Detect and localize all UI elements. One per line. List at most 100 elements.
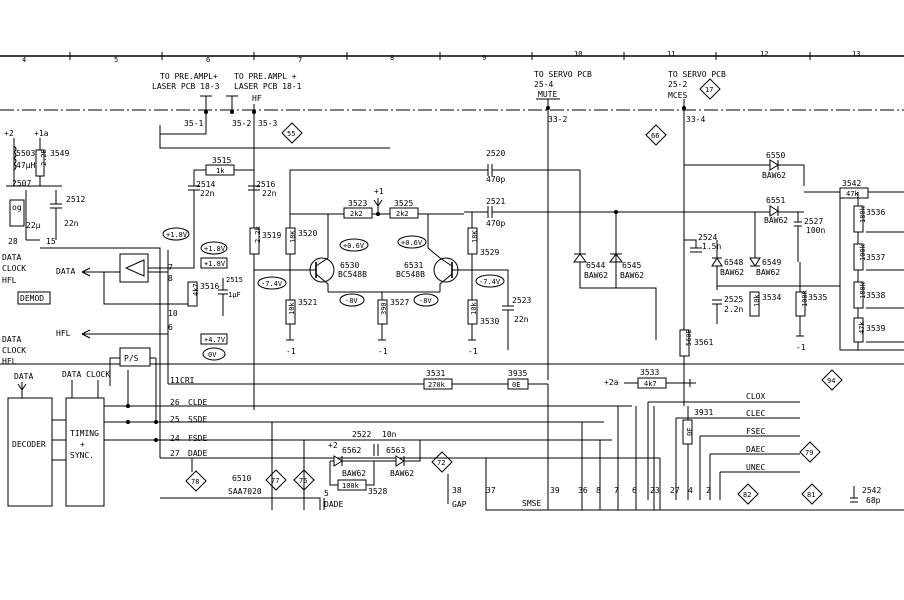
resistor-3530: 10k 3530 -1 <box>467 299 499 356</box>
svg-text:76: 76 <box>299 477 307 485</box>
svg-text:18K: 18K <box>471 230 479 243</box>
voltage-label <box>413 293 439 307</box>
marker-78: 78 <box>185 470 207 492</box>
svg-text:-1: -1 <box>378 347 388 356</box>
pin-label: 35-1 <box>184 119 203 128</box>
svg-text:10: 10 <box>168 309 178 318</box>
svg-text:5: 5 <box>324 489 329 498</box>
svg-text:3534: 3534 <box>762 293 781 302</box>
svg-text:3516: 3516 <box>200 282 219 291</box>
connector-label: TO PRE.AMPL + <box>234 72 297 81</box>
demod-label: DEMOD <box>20 294 44 303</box>
svg-text:3531: 3531 <box>426 369 445 378</box>
svg-text:25: 25 <box>170 415 180 424</box>
pin-label: 33-2 <box>548 115 567 124</box>
svg-text:66: 66 <box>651 132 659 140</box>
svg-text:2.2E: 2.2E <box>40 149 48 166</box>
detector-net <box>579 170 657 340</box>
capacitor-2516: 2516 22n <box>248 180 277 198</box>
ruler-label: 8 <box>390 54 394 62</box>
resistor-3561: 560E 3561 <box>679 329 713 406</box>
marker-66: 66 <box>645 124 667 146</box>
svg-text:94: 94 <box>827 377 835 385</box>
svg-text:8: 8 <box>596 486 601 495</box>
signal-cri: CRI <box>180 376 195 385</box>
svg-text:1μF: 1μF <box>228 291 241 299</box>
svg-text:11: 11 <box>170 376 180 385</box>
svg-text:72: 72 <box>437 459 445 467</box>
signal-smse: SMSE <box>522 499 541 508</box>
connector-label: MCES <box>668 91 687 100</box>
diode-6544: 6544 BAW62 <box>573 253 608 280</box>
svg-text:22n: 22n <box>262 189 277 198</box>
svg-text:3523: 3523 <box>348 199 367 208</box>
pin-label: 35-2 <box>232 119 251 128</box>
svg-text:3539: 3539 <box>866 324 885 333</box>
connector-label: TO PRE.AMPL+ <box>160 72 218 81</box>
svg-text:6: 6 <box>632 486 637 495</box>
transistor-6530: 6530 BC548B <box>309 214 367 292</box>
ruler-label: 11 <box>667 50 675 58</box>
timing-data-clock-label: DATA CLOCK <box>62 370 110 379</box>
decoder-data-label: DATA <box>14 372 33 381</box>
resistor-3935: 3935 0E <box>507 369 529 390</box>
voltage-label <box>200 333 228 345</box>
ruler-label: 7 <box>298 56 302 64</box>
svg-text:3529: 3529 <box>480 248 499 257</box>
resistor-3528: 100k 3528 <box>329 461 387 496</box>
svg-text:23: 23 <box>650 486 660 495</box>
svg-text:24: 24 <box>170 434 180 443</box>
ruler-label: 9 <box>482 54 486 62</box>
voltage-label <box>475 274 505 288</box>
resistor-3529: 18K 3529 <box>467 212 499 300</box>
capacitor-2527: 2527 100n <box>794 212 825 262</box>
svg-text:BAW62: BAW62 <box>342 469 366 478</box>
svg-text:2.2k: 2.2k <box>254 225 262 243</box>
svg-text:3530: 3530 <box>480 317 499 326</box>
resistor-3521: 10k 3521 -1 <box>285 298 317 356</box>
resistor-3516: 4k7 3516 <box>187 281 219 307</box>
svg-text:6530: 6530 <box>340 261 359 270</box>
svg-text:6551: 6551 <box>766 196 785 205</box>
svg-text:BAW62: BAW62 <box>720 268 744 277</box>
svg-text:+1a: +1a <box>34 129 49 138</box>
resistor-3538: 180k 3538 <box>853 281 885 309</box>
svg-text:6545: 6545 <box>622 261 641 270</box>
svg-text:6550: 6550 <box>766 151 785 160</box>
svg-text:2523: 2523 <box>512 296 531 305</box>
capacitor-2523: 2523 22n <box>460 269 531 350</box>
signal-label: DATA <box>2 253 21 262</box>
ruler-label: 12 <box>760 50 768 58</box>
marker-81: 81 <box>801 483 823 505</box>
diode-6562: 6562 BAW62 <box>333 446 366 478</box>
svg-text:22n: 22n <box>64 219 79 228</box>
svg-text:2522: 2522 <box>352 430 371 439</box>
svg-text:3561: 3561 <box>694 338 713 347</box>
svg-text:6544: 6544 <box>586 261 605 270</box>
svg-text:47k: 47k <box>846 190 859 198</box>
svg-text:3535: 3535 <box>808 293 827 302</box>
resistor-3539: 47k 3539 <box>853 317 885 343</box>
capacitor-2521: 2521 470p <box>464 197 760 228</box>
svg-text:10n: 10n <box>382 430 397 439</box>
svg-text:470p: 470p <box>486 219 505 228</box>
svg-text:3528: 3528 <box>368 487 387 496</box>
svg-text:28: 28 <box>8 237 18 246</box>
svg-text:2542: 2542 <box>862 486 881 495</box>
svg-text:22n: 22n <box>200 189 215 198</box>
svg-text:55: 55 <box>287 130 295 138</box>
diode-6549: 6549 BAW62 <box>749 212 781 277</box>
voltage-label <box>162 227 190 241</box>
svg-text:-7.4V: -7.4V <box>261 280 283 288</box>
voltage-label <box>202 347 226 361</box>
connector-label: 25-2 <box>668 80 687 89</box>
svg-text:37: 37 <box>486 486 496 495</box>
svg-text:BAW62: BAW62 <box>620 271 644 280</box>
svg-text:3519: 3519 <box>262 231 281 240</box>
svg-text:0E: 0E <box>512 381 520 389</box>
svg-text:6563: 6563 <box>386 446 405 455</box>
signal-label: HFL <box>2 276 17 285</box>
timing-sync-block: TIMING + SYNC. <box>65 397 105 507</box>
svg-text:+0.6V: +0.6V <box>343 242 365 250</box>
svg-text:+2: +2 <box>4 129 14 138</box>
